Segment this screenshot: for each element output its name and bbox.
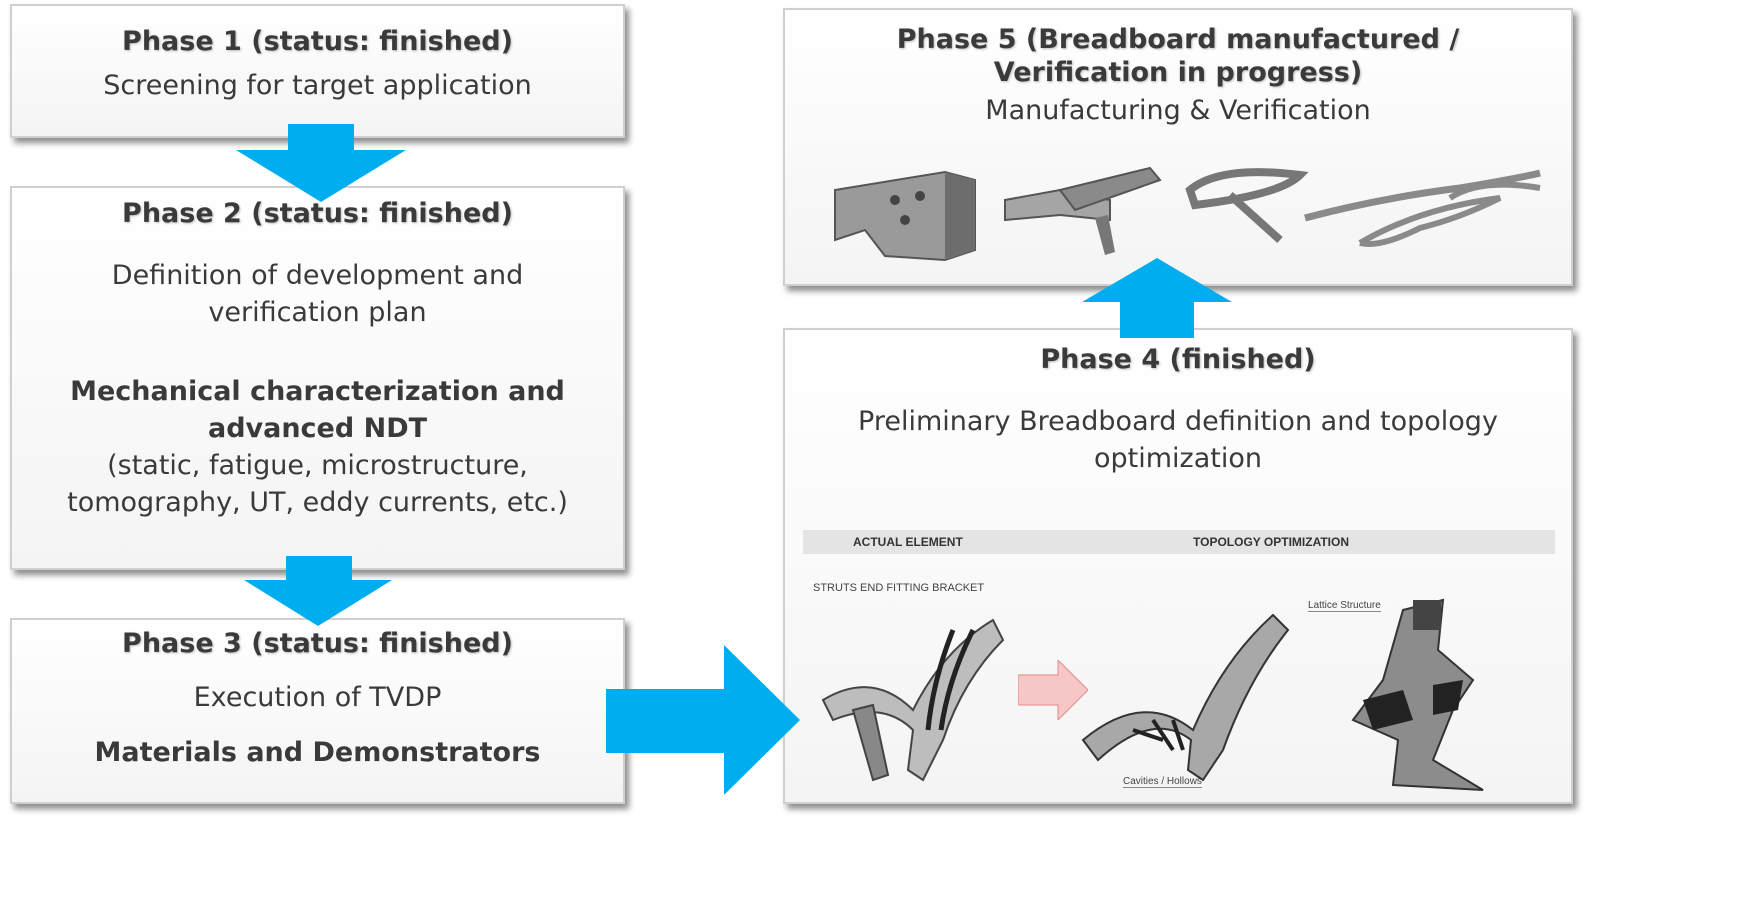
phase5-title-line1: Phase 5 (Breadboard manufactured /: [896, 24, 1460, 55]
figure-header-bar: [803, 530, 1555, 554]
phase5-box: Phase 5 (Breadboard manufactured / Verif…: [783, 8, 1573, 286]
phase3-subtitle: Execution of TVDP: [193, 682, 442, 713]
phase2-detail2: tomography, UT, eddy currents, etc.): [67, 487, 568, 518]
bracket-part-image: [834, 170, 976, 262]
actual-element-image: [821, 618, 1005, 782]
phase4-title: Phase 4 (finished): [1040, 344, 1316, 375]
phase1-title: Phase 1 (status: finished): [122, 26, 513, 57]
optimization-arrow-image: [1018, 660, 1088, 720]
phase1-box: Phase 1 (status: finished) Screening for…: [10, 4, 625, 138]
arrow-phase2-to-phase3: [244, 556, 392, 626]
t-bracket-part-image: [1004, 166, 1162, 255]
lattice-rod-part-image: [1304, 169, 1541, 247]
phase4-line2: optimization: [1094, 443, 1262, 474]
phase2-bold1: Mechanical characterization and: [70, 376, 565, 407]
figure-col-topology: TOPOLOGY OPTIMIZATION: [1193, 535, 1350, 549]
lattice-element-image: [1351, 598, 1484, 791]
figure-caption: STRUTS END FITTING BRACKET: [813, 582, 985, 594]
phase5-title-line2: Verification in progress): [993, 57, 1363, 88]
phase5-subtitle: Manufacturing & Verification: [985, 95, 1371, 126]
phase4-line1: Preliminary Breadboard definition and to…: [858, 406, 1498, 437]
optimized-element-image: [1081, 613, 1290, 782]
phase2-line2: verification plan: [208, 297, 427, 328]
arrow-phase1-to-phase2: [236, 124, 406, 202]
topology-figure: ACTUAL ELEMENT TOPOLOGY OPTIMIZATION STR…: [803, 530, 1555, 800]
phase2-detail1: (static, fatigue, microstructure,: [107, 450, 528, 481]
phase3-box: Phase 3 (status: finished) Execution of …: [10, 618, 625, 804]
figure-col-actual: ACTUAL ELEMENT: [853, 535, 963, 549]
phase2-line1: Definition of development and: [111, 260, 524, 291]
figure-cavities-label: Cavities / Hollows: [1123, 776, 1202, 788]
phase2-box: Phase 2 (status: finished) Definition of…: [10, 186, 625, 570]
phase2-title: Phase 2 (status: finished): [122, 198, 513, 229]
arrow-phase3-to-phase4: [606, 645, 800, 795]
phase2-bold2: advanced NDT: [207, 413, 428, 444]
phase1-subtitle: Screening for target application: [103, 70, 532, 101]
phase4-box: Phase 4 (finished) Preliminary Breadboar…: [783, 328, 1573, 804]
arrow-phase4-to-phase5: [1082, 258, 1232, 338]
phase3-title: Phase 3 (status: finished): [122, 628, 513, 659]
loop-part-image: [1185, 168, 1309, 243]
figure-lattice-label: Lattice Structure: [1308, 600, 1381, 612]
phase3-bold: Materials and Demonstrators: [94, 737, 541, 768]
